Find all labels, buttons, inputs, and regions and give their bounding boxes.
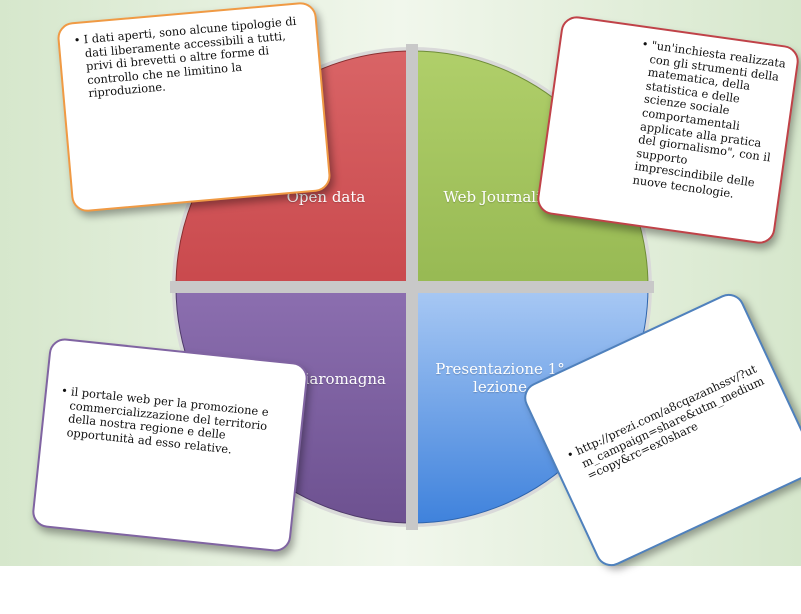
horizontal-divider [170, 281, 654, 293]
label-presentazione: Presentazione 1° lezione [435, 360, 565, 396]
note-visitemiliaromagna: il portale web per la promozione e comme… [30, 336, 310, 554]
label-web-journalist: Web Journalist [443, 188, 555, 206]
note-open-data-text: I dati aperti, sono alcune tipologie di … [83, 14, 310, 101]
note-presentazione-link[interactable]: http://prezi.com/a8cqazanhssv/?utm_campa… [573, 361, 774, 483]
note-open-data: I dati aperti, sono alcune tipologie di … [56, 1, 332, 213]
note-web-journalist: "un'inchiesta realizzata con gli strumen… [535, 14, 801, 246]
note-web-journalist-text: "un'inchiesta realizzata con gli strumen… [632, 38, 787, 206]
note-visitemiliaromagna-text: il portale web per la promozione e comme… [66, 384, 292, 462]
